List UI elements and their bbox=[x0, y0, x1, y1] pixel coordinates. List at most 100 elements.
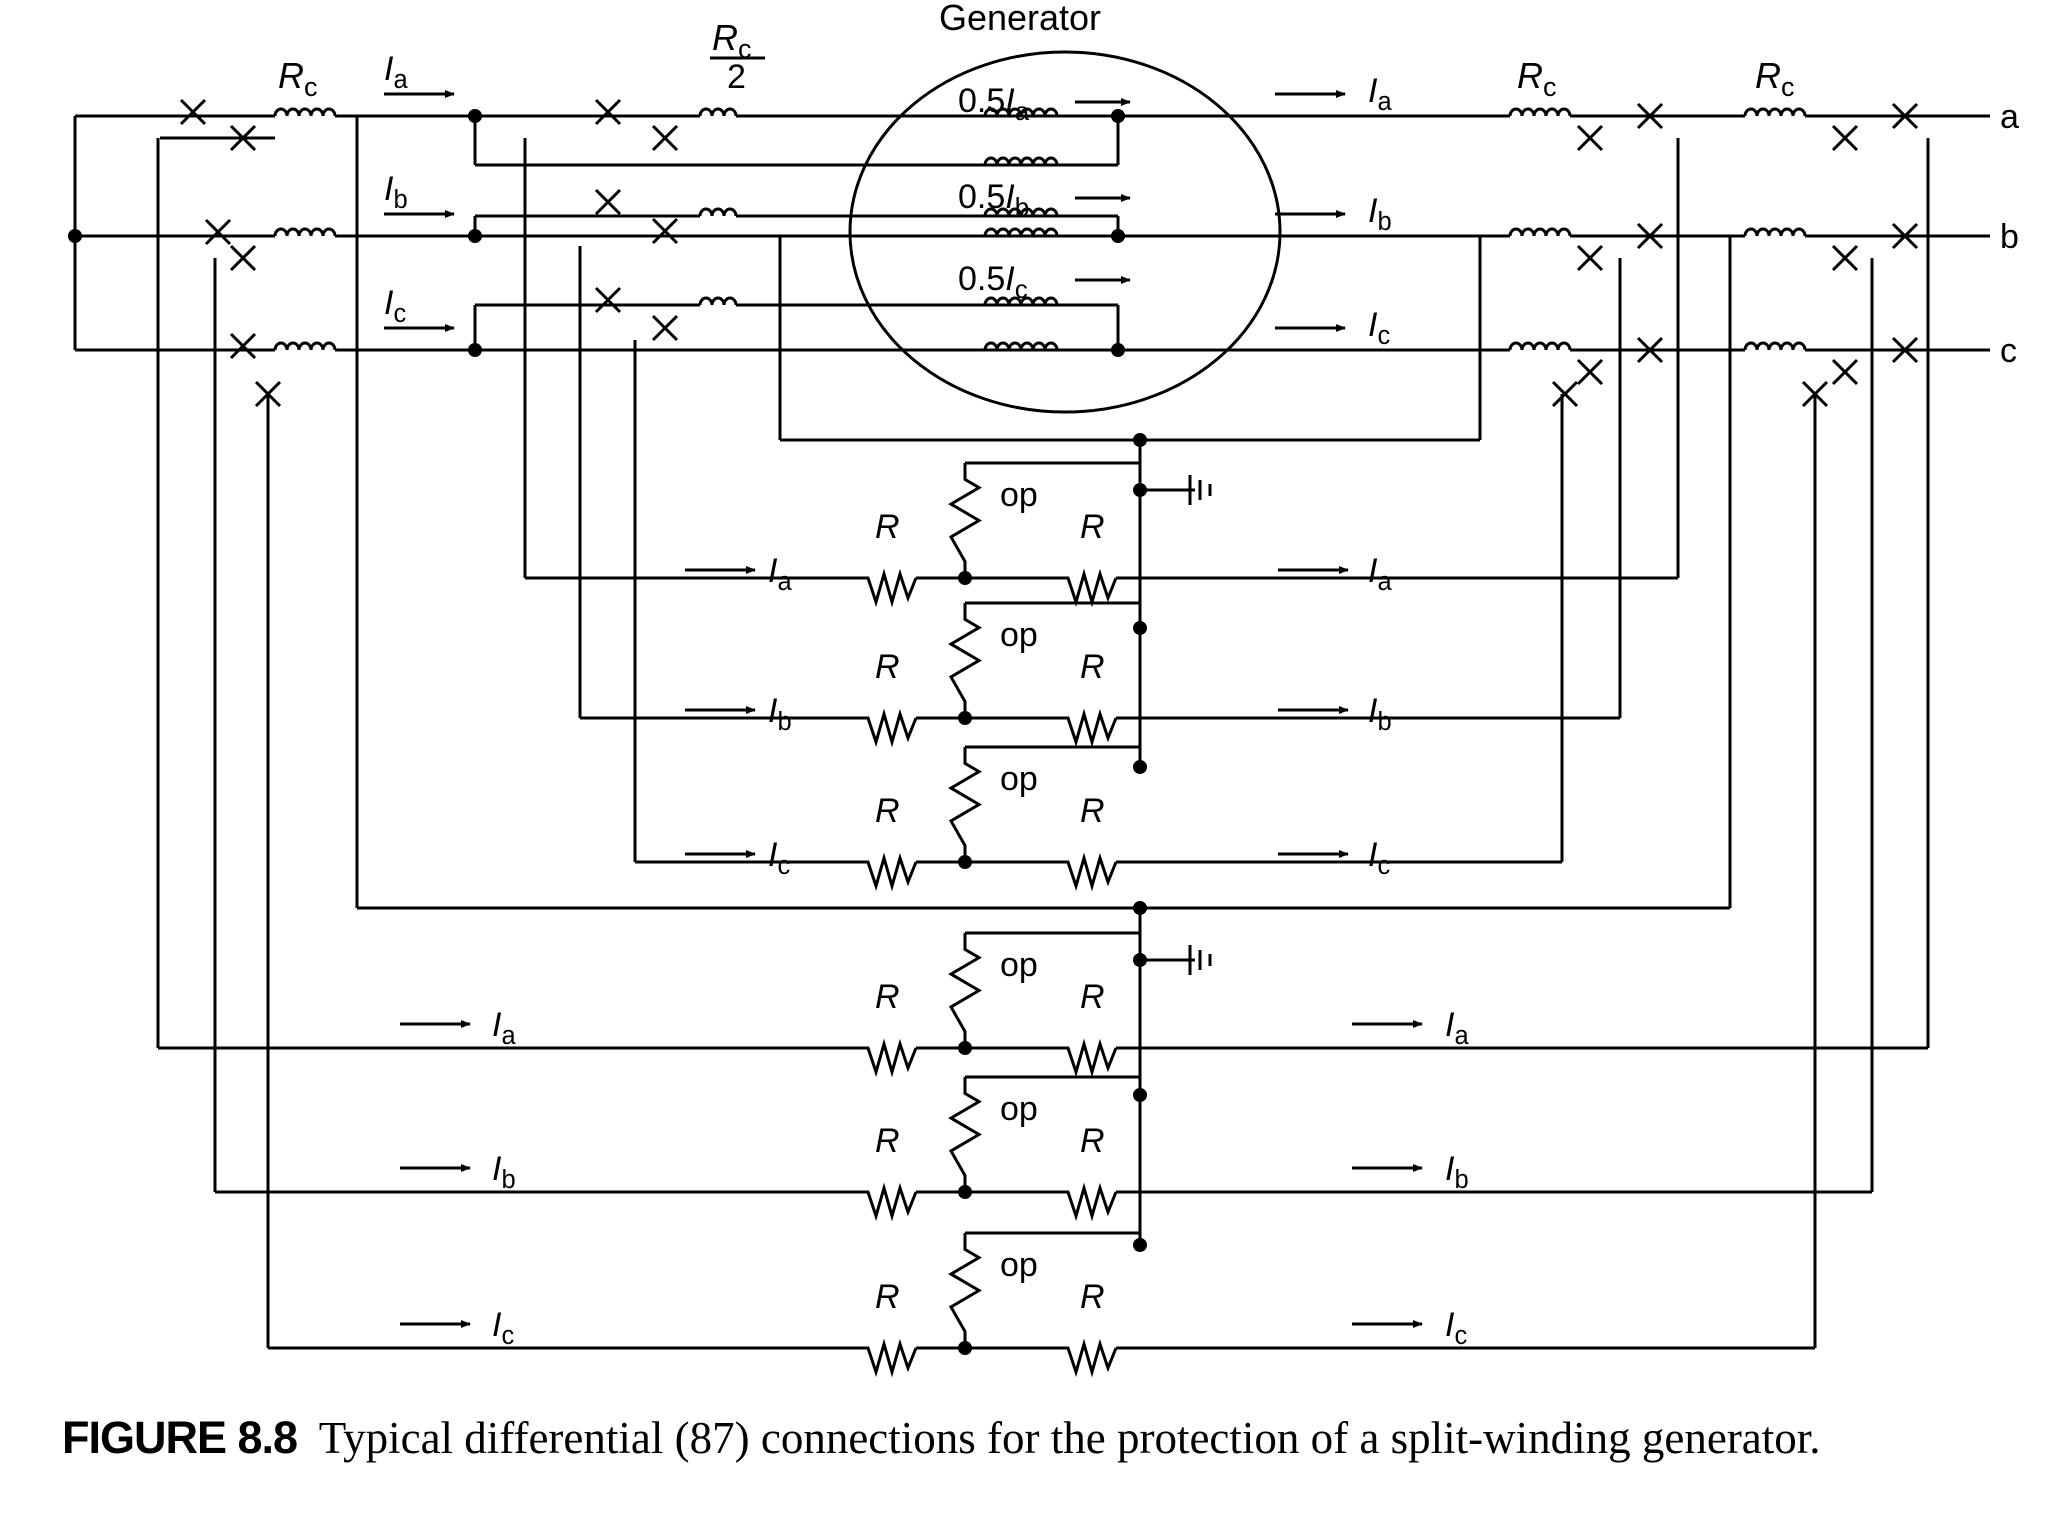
current-label-left: Ic bbox=[384, 284, 406, 328]
junction-dot bbox=[958, 711, 972, 725]
restraint-resistor-left bbox=[860, 1338, 918, 1378]
op-label: op bbox=[1000, 476, 1038, 514]
breaker-x-mark bbox=[1831, 124, 1859, 152]
resistor-label-right: R bbox=[1080, 792, 1105, 830]
resistor-label-left: R bbox=[875, 1122, 900, 1160]
phase-label-c: c bbox=[2000, 332, 2017, 370]
rc-half-denominator: 2 bbox=[727, 58, 746, 96]
breaker-x-mark bbox=[229, 244, 257, 272]
rc-label-left: Rc bbox=[278, 55, 318, 102]
op-label: op bbox=[1000, 760, 1038, 798]
ct-coil-rc bbox=[273, 227, 337, 237]
current-label-right: Ic bbox=[1368, 306, 1390, 350]
junction-dot bbox=[958, 1041, 972, 1055]
restraint-resistor-left bbox=[860, 1182, 918, 1222]
operating-coil bbox=[948, 603, 982, 718]
breaker-x-mark bbox=[594, 98, 622, 126]
current-label-left: Ia bbox=[384, 50, 408, 94]
breaker-x-mark bbox=[1636, 336, 1664, 364]
ct-coil-rc-right2 bbox=[1743, 227, 1807, 237]
generator-circle bbox=[848, 50, 1282, 414]
junction-dot bbox=[1111, 229, 1125, 243]
generator-winding bbox=[983, 156, 1059, 166]
junction-dot bbox=[958, 1341, 972, 1355]
generator-label: Generator bbox=[939, 0, 1101, 38]
breaker-x-mark bbox=[1636, 102, 1664, 130]
resistor-label-right: R bbox=[1080, 1122, 1105, 1160]
breaker-x-mark bbox=[651, 124, 679, 152]
current-label-right: Ib bbox=[1368, 192, 1392, 236]
breaker-x-mark bbox=[651, 217, 679, 245]
breaker-x-mark bbox=[1891, 222, 1919, 250]
ct-coil-rc-right1 bbox=[1508, 227, 1572, 237]
breaker-x-mark bbox=[1801, 380, 1829, 408]
resistor-label-right: R bbox=[1080, 648, 1105, 686]
breaker-x-mark bbox=[1891, 336, 1919, 364]
op-label: op bbox=[1000, 1090, 1038, 1128]
junction-dot bbox=[958, 855, 972, 869]
figure-number: FIGURE 8.8 bbox=[62, 1412, 298, 1463]
current-label: Ib bbox=[1445, 1150, 1469, 1194]
ct-coil-rc bbox=[273, 107, 337, 117]
resistor-label-right: R bbox=[1080, 1278, 1105, 1316]
restraint-resistor-right bbox=[1060, 1182, 1118, 1222]
restraint-resistor-right bbox=[1060, 1338, 1118, 1378]
current-label: Ib bbox=[492, 1150, 516, 1194]
current-label: Ia bbox=[1445, 1006, 1469, 1050]
generator-winding bbox=[983, 107, 1059, 117]
resistor-label-right: R bbox=[1080, 508, 1105, 546]
current-label: Ic bbox=[1368, 836, 1390, 880]
ct-coil-rc-right1 bbox=[1508, 107, 1572, 117]
operating-coil bbox=[948, 1233, 982, 1348]
junction-dot bbox=[1133, 953, 1147, 967]
op-label: op bbox=[1000, 946, 1038, 984]
current-label: Ic bbox=[492, 1306, 514, 1350]
junction-dot bbox=[68, 229, 82, 243]
resistor-label-left: R bbox=[875, 1278, 900, 1316]
wiring bbox=[73, 56, 1990, 1350]
winding-current-label: 0.5Ib bbox=[958, 178, 1029, 222]
breaker-x-mark bbox=[594, 188, 622, 216]
phase-label-b: b bbox=[2000, 218, 2019, 256]
ct-coil-rc-right1 bbox=[1508, 341, 1572, 351]
restraint-resistor-right bbox=[1060, 708, 1118, 748]
restraint-resistor-right bbox=[1060, 1038, 1118, 1078]
resistor-label-left: R bbox=[875, 792, 900, 830]
restraint-resistor-right bbox=[1060, 852, 1118, 892]
operating-coil bbox=[948, 1077, 982, 1192]
ct-coil-rc bbox=[273, 341, 337, 351]
junction-dot bbox=[468, 109, 482, 123]
phase-label-a: a bbox=[2000, 98, 2019, 136]
breaker-x-mark bbox=[1551, 380, 1579, 408]
junction-dot bbox=[1133, 1088, 1147, 1102]
breaker-x-mark bbox=[651, 314, 679, 342]
ct-coil-rc-right2 bbox=[1743, 107, 1807, 117]
breaker-x-mark bbox=[229, 332, 257, 360]
breaker-x-mark bbox=[179, 98, 207, 126]
junction-dot bbox=[958, 571, 972, 585]
resistor-label-left: R bbox=[875, 508, 900, 546]
breaker-x-mark bbox=[254, 380, 282, 408]
operating-coil bbox=[948, 747, 982, 862]
junction-dot bbox=[958, 1185, 972, 1199]
restraint-resistor-left bbox=[860, 568, 918, 608]
ct-coil-rc-half bbox=[698, 296, 738, 306]
op-label: op bbox=[1000, 616, 1038, 654]
rc-half-label: Rc bbox=[712, 17, 752, 64]
ground-symbol bbox=[1188, 945, 1212, 975]
resistor-label-left: R bbox=[875, 978, 900, 1016]
current-label-left: Ib bbox=[384, 170, 408, 214]
breaker-x-mark bbox=[1576, 124, 1604, 152]
breaker-x-mark bbox=[1576, 358, 1604, 386]
operating-coil bbox=[948, 933, 982, 1048]
rc-label-right2: Rc bbox=[1755, 55, 1795, 102]
ct-coil-rc-half bbox=[698, 107, 738, 117]
restraint-resistor-right bbox=[1060, 568, 1118, 608]
breaker-x-mark bbox=[594, 286, 622, 314]
restraint-resistor-left bbox=[860, 852, 918, 892]
current-label-right: Ia bbox=[1368, 72, 1392, 116]
rc-label-right1: Rc bbox=[1517, 55, 1557, 102]
generator-winding bbox=[983, 227, 1059, 237]
junction-dot bbox=[1111, 343, 1125, 357]
